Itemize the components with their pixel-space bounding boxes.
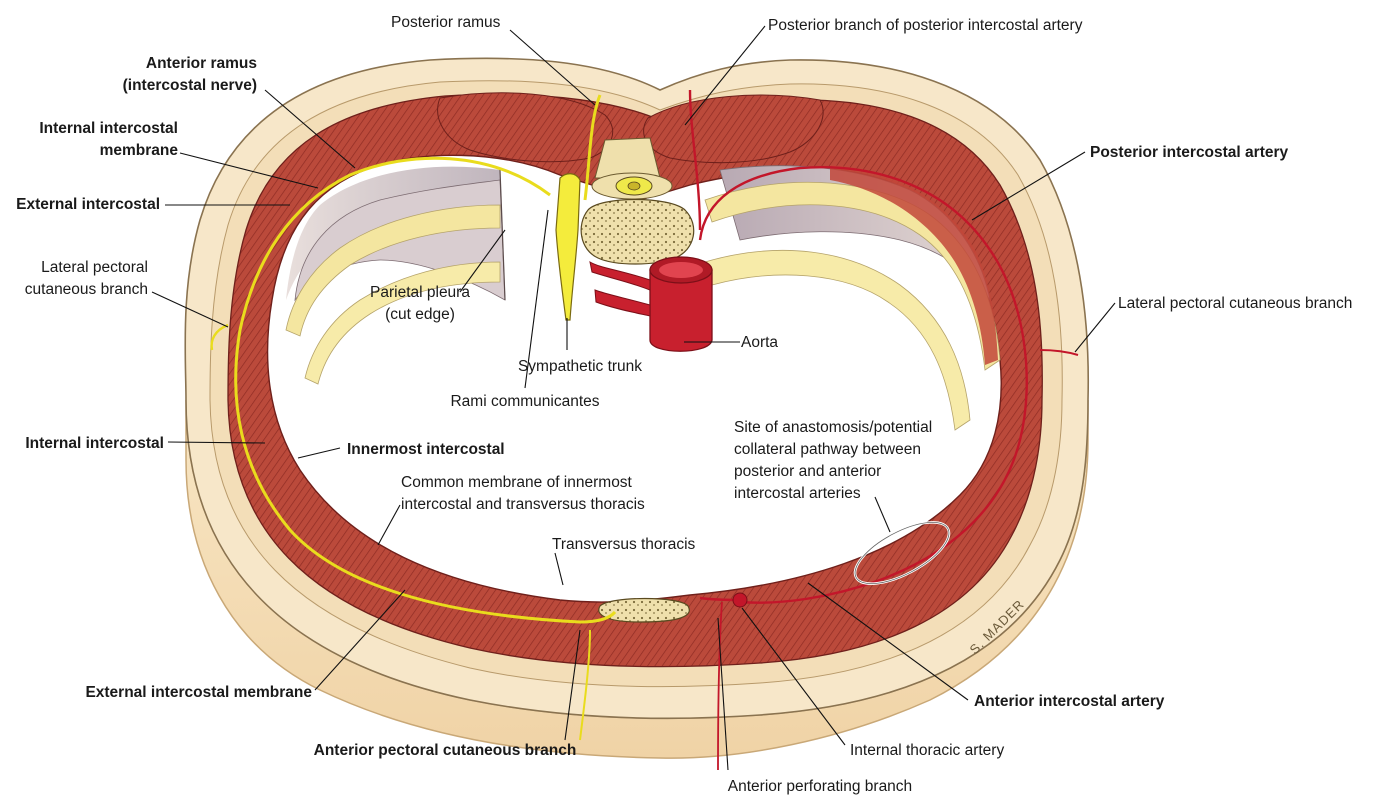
aorta <box>589 256 713 352</box>
label-transversus-thoracis: Transversus thoracis <box>552 536 696 553</box>
leader-lines <box>151 25 1116 771</box>
label-parietal-pleura: Parietal pleura <box>370 284 470 301</box>
posterior-ramus <box>583 94 602 201</box>
labels: Posterior ramus Posterior branch of post… <box>16 14 1352 795</box>
label-anterior-perforating: Anterior perforating branch <box>728 778 912 795</box>
label-sympathetic-trunk: Sympathetic trunk <box>518 358 642 375</box>
posterior-intercostal-artery <box>698 166 1028 604</box>
ribs-right <box>704 165 1001 431</box>
label-posterior-ramus: Posterior ramus <box>391 14 501 31</box>
vertebral-column <box>437 92 824 301</box>
label-anastomosis-3: posterior and anterior <box>734 463 881 480</box>
intercostal-nerve-left <box>234 156 617 624</box>
internal-thoracic-artery-section <box>732 592 748 608</box>
label-aorta: Aorta <box>741 334 778 351</box>
label-internal-intercostal: Internal intercostal <box>25 435 164 452</box>
label-innermost-intercostal: Innermost intercostal <box>347 441 505 458</box>
label-lateral-pectoral-left-sub: cutaneous branch <box>25 281 148 298</box>
ribs-left <box>285 204 501 385</box>
sternum <box>598 597 690 623</box>
nerves <box>210 94 617 741</box>
label-internal-intercostal-membrane: Internal intercostal <box>39 120 178 137</box>
back-muscle-right <box>643 94 824 164</box>
label-internal-intercostal-membrane-sub: membrane <box>100 142 179 159</box>
label-parietal-pleura-sub: (cut edge) <box>385 306 455 323</box>
label-posterior-branch-artery: Posterior branch of posterior intercosta… <box>768 17 1083 34</box>
label-anterior-ramus: Anterior ramus <box>146 55 257 72</box>
label-common-membrane: Common membrane of innermost <box>401 474 633 491</box>
arteries <box>688 89 1079 771</box>
label-lateral-pectoral-left: Lateral pectoral <box>41 259 148 276</box>
label-lateral-pectoral-right: Lateral pectoral cutaneous branch <box>1118 295 1352 312</box>
label-common-membrane-sub: intercostal and transversus thoracis <box>401 496 645 513</box>
anterior-perforating-branch <box>717 601 723 771</box>
label-posterior-intercostal-artery: Posterior intercostal artery <box>1090 144 1289 161</box>
label-external-intercostal-membrane: External intercostal membrane <box>85 684 312 701</box>
label-rami-communicantes: Rami communicantes <box>450 393 599 410</box>
label-anterior-intercostal-artery: Anterior intercostal artery <box>974 693 1165 710</box>
posterior-branch-artery <box>688 89 702 231</box>
label-anastomosis-1: Site of anastomosis/potential <box>734 419 932 436</box>
label-anterior-ramus-sub: (intercostal nerve) <box>123 77 257 94</box>
label-anastomosis-2: collateral pathway between <box>734 441 921 458</box>
vertebral-body <box>580 198 695 265</box>
label-external-intercostal: External intercostal <box>16 196 160 213</box>
label-anterior-pectoral-cutaneous: Anterior pectoral cutaneous branch <box>314 742 577 759</box>
label-anastomosis-4: intercostal arteries <box>734 485 861 502</box>
sympathetic-trunk <box>555 173 581 321</box>
label-internal-thoracic-artery: Internal thoracic artery <box>850 742 1004 759</box>
